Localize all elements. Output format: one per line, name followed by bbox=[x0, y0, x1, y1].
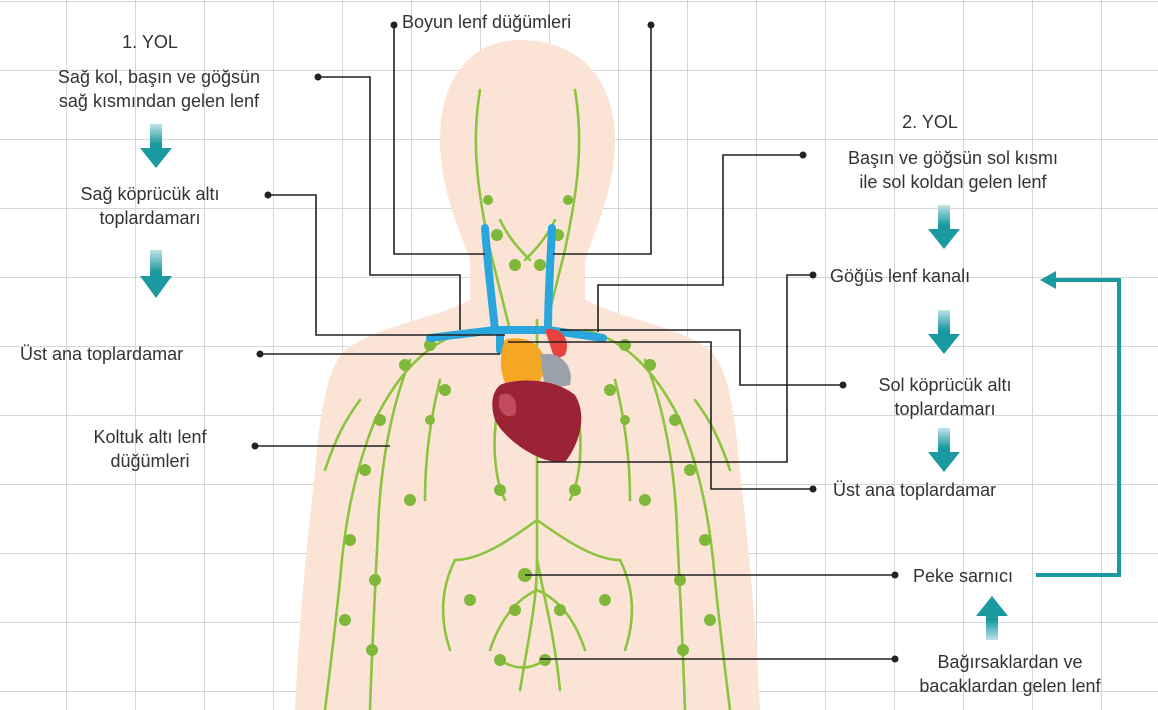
path1-title: 1. YOL bbox=[100, 30, 200, 54]
path2-title: 2. YOL bbox=[880, 110, 980, 134]
return-arrow bbox=[1036, 280, 1119, 575]
cisterna-chyli-label: Peke sarnıcı bbox=[913, 564, 1013, 588]
up-arrow bbox=[976, 596, 1008, 640]
intestine-source-label: Bağırsaklardan ve bacaklardan gelen lenf bbox=[880, 650, 1140, 698]
right-source-label: Başın ve göğsün sol kısmı ile sol koldan… bbox=[808, 146, 1098, 194]
left-source-label: Sağ kol, başın ve göğsün sağ kısmından g… bbox=[14, 65, 304, 113]
return-arrow-head bbox=[1040, 271, 1056, 289]
right-sup-vena-cava-label: Üst ana toplardamar bbox=[833, 478, 996, 502]
left-subclavian-line2: toplardamarı bbox=[845, 397, 1045, 421]
right-subclavian-label: Sağ köprücük altı toplardamarı bbox=[40, 182, 260, 230]
intestine-source-line1: Bağırsaklardan ve bbox=[880, 650, 1140, 674]
right-subclavian-line2: toplardamarı bbox=[40, 206, 260, 230]
right-subclavian-line1: Sağ köprücük altı bbox=[40, 182, 260, 206]
axillary-line1: Koltuk altı lenf bbox=[50, 425, 250, 449]
axillary-nodes-label: Koltuk altı lenf düğümleri bbox=[50, 425, 250, 473]
left-subclavian-label: Sol köprücük altı toplardamarı bbox=[845, 373, 1045, 421]
intestine-source-line2: bacaklardan gelen lenf bbox=[880, 674, 1140, 698]
axillary-line2: düğümleri bbox=[50, 449, 250, 473]
left-source-line1: Sağ kol, başın ve göğsün bbox=[14, 65, 304, 89]
thoracic-duct-label: Göğüs lenf kanalı bbox=[830, 264, 970, 288]
down-arrow-3 bbox=[928, 205, 960, 249]
down-arrow-2 bbox=[140, 250, 172, 298]
down-arrow-5 bbox=[928, 428, 960, 472]
left-source-line2: sağ kısmından gelen lenf bbox=[14, 89, 304, 113]
neck-nodes-label: Boyun lenf düğümleri bbox=[402, 10, 571, 34]
down-arrow-4 bbox=[928, 310, 960, 354]
right-source-line1: Başın ve göğsün sol kısmı bbox=[808, 146, 1098, 170]
right-source-line2: ile sol koldan gelen lenf bbox=[808, 170, 1098, 194]
left-subclavian-line1: Sol köprücük altı bbox=[845, 373, 1045, 397]
left-sup-vena-cava-label: Üst ana toplardamar bbox=[20, 342, 183, 366]
down-arrow-1 bbox=[140, 124, 172, 168]
